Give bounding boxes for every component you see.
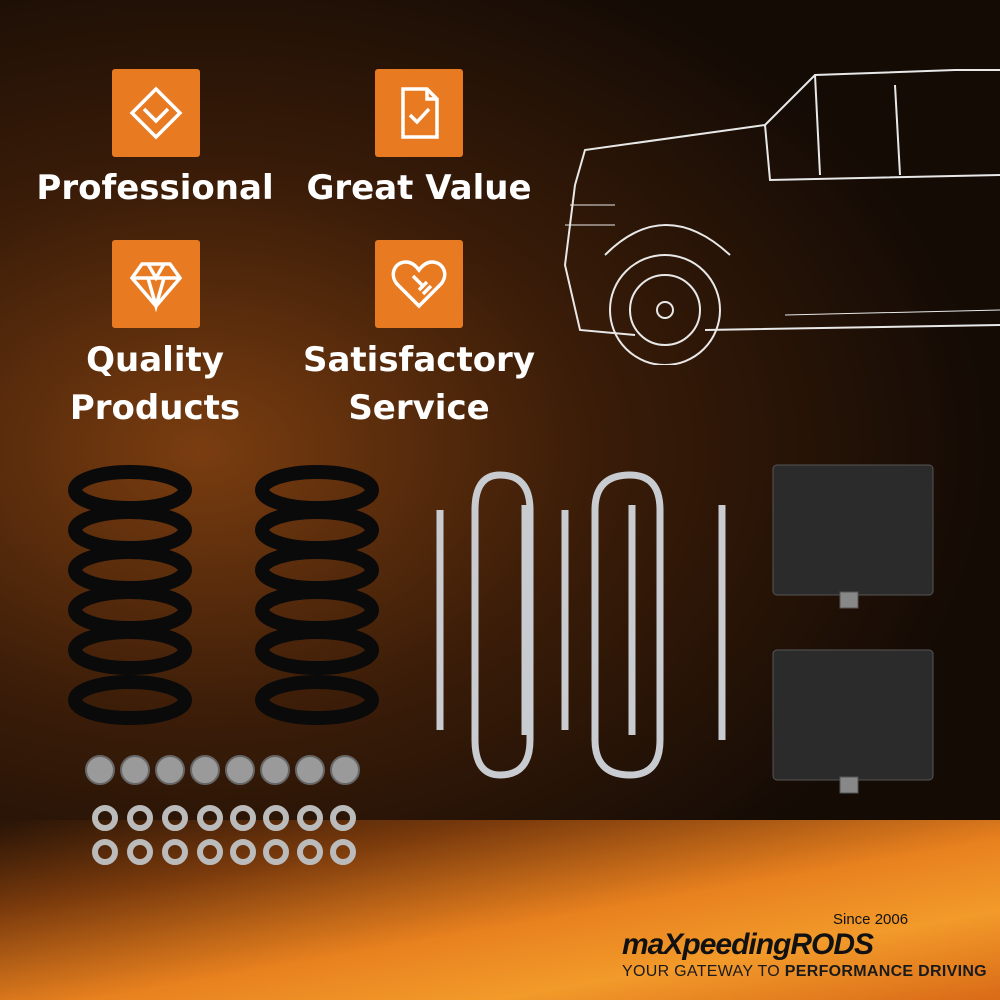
gem-icon <box>129 262 183 313</box>
diamond-chevron-icon <box>129 86 183 140</box>
feature-badge-service <box>375 240 463 328</box>
document-check-icon <box>401 87 439 139</box>
coil-springs <box>68 465 379 725</box>
feature-label-quality-line2: Products <box>69 388 241 428</box>
feature-badge-professional <box>112 69 200 157</box>
tagline-light: YOUR GATEWAY TO <box>622 963 785 980</box>
tagline-bold: PERFORMANCE DRIVING <box>784 963 987 980</box>
feature-badge-great-value <box>375 69 463 157</box>
brand-tagline: YOUR GATEWAY TO PERFORMANCE DRIVING <box>622 963 987 981</box>
coil-spring-left <box>68 465 192 725</box>
feature-label-great-value: Great Value <box>306 168 532 208</box>
heart-handshake-icon <box>391 260 447 309</box>
feature-badge-quality <box>112 240 200 328</box>
brand-name-part2: peedingRODS <box>682 928 874 961</box>
product-parts-image <box>68 464 934 865</box>
feature-label-professional: Professional <box>36 168 274 208</box>
truck-wireframe-image <box>563 69 1000 365</box>
lift-blocks <box>772 464 934 794</box>
feature-label-quality-line1: Quality <box>86 340 224 380</box>
brand-name-part1: maX <box>622 928 683 961</box>
brand-logo: maXpeedingRODS <box>622 928 874 962</box>
feature-label-service-line2: Service <box>348 388 490 428</box>
washers <box>92 805 356 865</box>
u-bolts <box>436 471 726 779</box>
coil-spring-right <box>255 465 379 725</box>
hex-nuts <box>85 755 360 785</box>
brand-since: Since 2006 <box>833 911 909 928</box>
feature-label-service-line1: Satisfactory <box>302 340 535 380</box>
